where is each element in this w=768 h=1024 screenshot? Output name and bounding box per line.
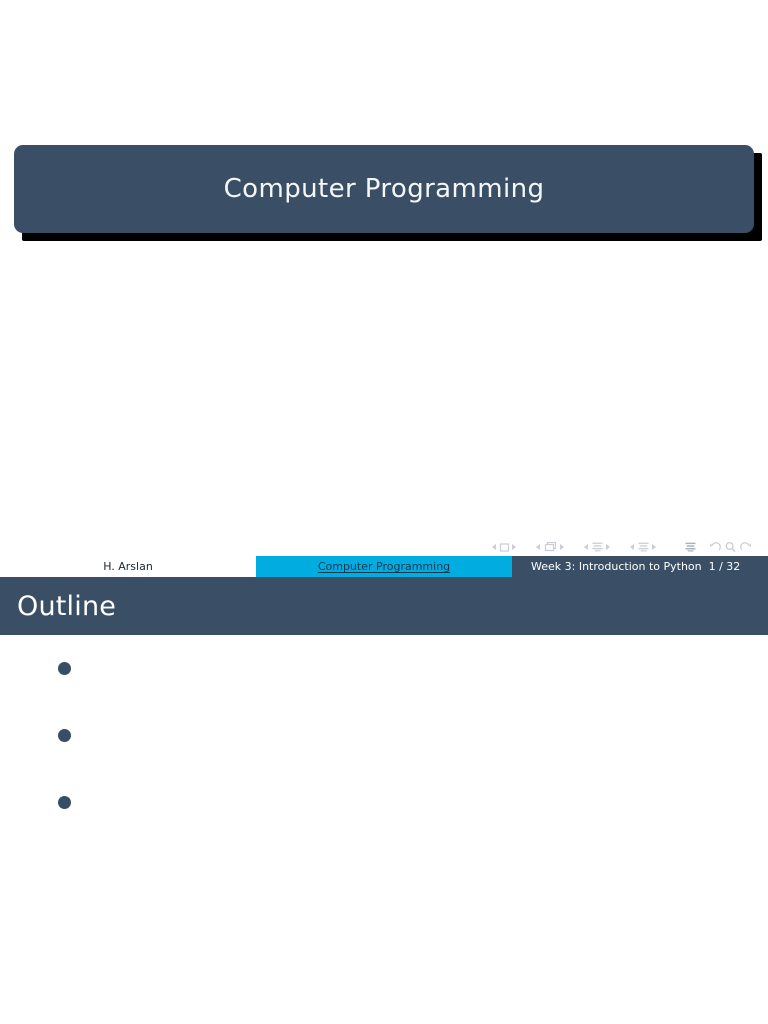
frame-navigation-group[interactable]: [536, 541, 564, 553]
footer-institute-link[interactable]: Computer Programming: [317, 560, 451, 573]
frame-stack-icon[interactable]: [543, 541, 558, 553]
list-item[interactable]: [0, 702, 768, 769]
triangle-left-icon[interactable]: [536, 544, 540, 550]
footer-institute[interactable]: Computer Programming: [256, 556, 512, 577]
bullet-icon: [58, 796, 71, 809]
section-navigation-group[interactable]: [630, 541, 656, 553]
slide-footer: H. Arslan Computer Programming Week 3: I…: [0, 556, 768, 577]
list-item[interactable]: [0, 635, 768, 702]
triangle-right-icon[interactable]: [512, 544, 516, 550]
slide-square-icon[interactable]: [499, 542, 510, 553]
bullet-icon: [58, 662, 71, 675]
beamer-navigation-symbols[interactable]: [492, 539, 758, 555]
footer-author: H. Arslan: [0, 556, 256, 577]
bullet-icon: [58, 729, 71, 742]
footer-author-text: H. Arslan: [103, 560, 153, 573]
back-search-forward-group[interactable]: [707, 541, 752, 553]
table-of-contents: [0, 635, 768, 836]
triangle-right-icon[interactable]: [652, 544, 656, 550]
back-arrow-icon[interactable]: [709, 541, 722, 553]
triangle-left-icon[interactable]: [492, 544, 496, 550]
triangle-right-icon[interactable]: [606, 544, 610, 550]
slide-navigation-group[interactable]: [492, 542, 516, 553]
presentation-lines-icon[interactable]: [684, 541, 697, 553]
footer-date-page: Week 3: Introduction to Python 1 / 32: [512, 556, 768, 577]
section-lines-icon[interactable]: [637, 541, 650, 553]
frame-title-bar: Outline: [0, 577, 768, 635]
triangle-left-icon[interactable]: [630, 544, 634, 550]
title-block-body: Computer Programming: [14, 145, 754, 233]
outline-slide: Outline: [0, 577, 768, 1024]
frame-title: Outline: [17, 590, 117, 622]
subsection-navigation-group[interactable]: [584, 541, 610, 553]
triangle-left-icon[interactable]: [584, 544, 588, 550]
title-block: Computer Programming: [14, 145, 762, 241]
presentation-title: Computer Programming: [223, 174, 545, 204]
magnifier-icon[interactable]: [724, 541, 737, 553]
title-slide: Computer Programming: [0, 145, 768, 577]
list-item[interactable]: [0, 769, 768, 836]
triangle-right-icon[interactable]: [560, 544, 564, 550]
footer-date-page-text: Week 3: Introduction to Python 1 / 32: [531, 560, 741, 573]
forward-arrow-icon[interactable]: [739, 541, 752, 553]
subsection-lines-icon[interactable]: [591, 541, 604, 553]
